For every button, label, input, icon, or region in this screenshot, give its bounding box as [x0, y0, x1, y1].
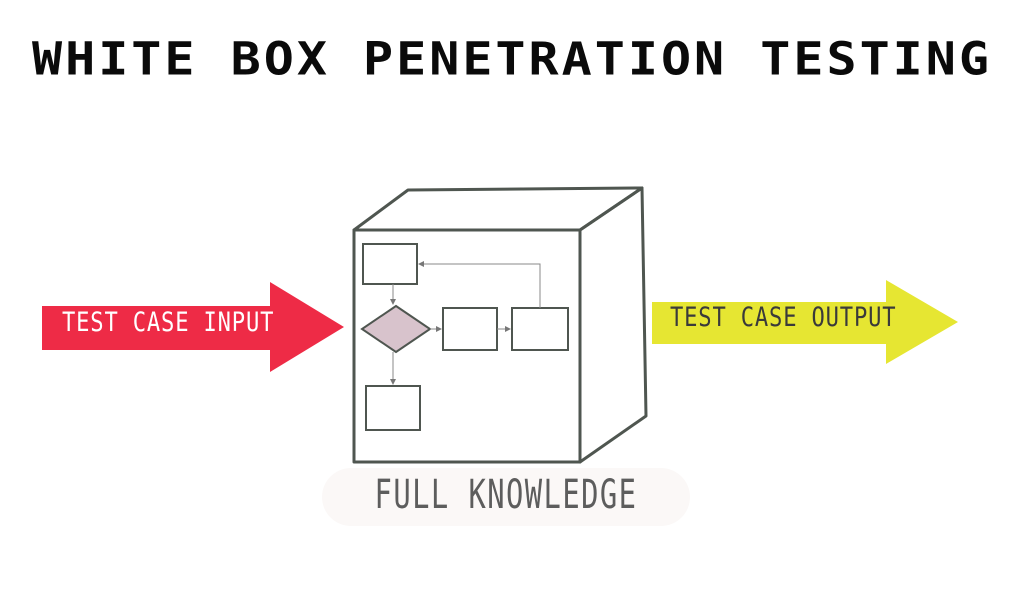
cube-front-face: [352, 228, 582, 464]
white-box-cube: [340, 180, 660, 470]
process-box-top: [362, 243, 418, 285]
input-arrow-shape: [42, 282, 344, 372]
output-arrow: TEST CASE OUTPUT: [652, 280, 958, 368]
output-label: TEST CASE OUTPUT: [670, 302, 897, 333]
cube-outline: [352, 186, 648, 464]
process-box-bottom: [365, 385, 421, 431]
output-arrow-shape: [652, 280, 958, 364]
input-label: TEST CASE INPUT: [62, 307, 275, 338]
input-arrow: TEST CASE INPUT: [42, 282, 344, 372]
caption-background: [322, 468, 690, 526]
diagram-title: WHITE BOX PENETRATION TESTING: [32, 32, 992, 86]
flowchart-connectors: [390, 261, 541, 385]
caption-full-knowledge: FULL KNOWLEDGE: [374, 472, 638, 518]
cube-side-face: [578, 186, 648, 464]
process-box-right: [511, 307, 569, 351]
cube-top-face: [352, 186, 644, 232]
process-box-middle: [442, 307, 498, 351]
decision-diamond: [360, 304, 432, 354]
flowchart: [360, 243, 569, 431]
cube-drawing: [352, 186, 648, 464]
